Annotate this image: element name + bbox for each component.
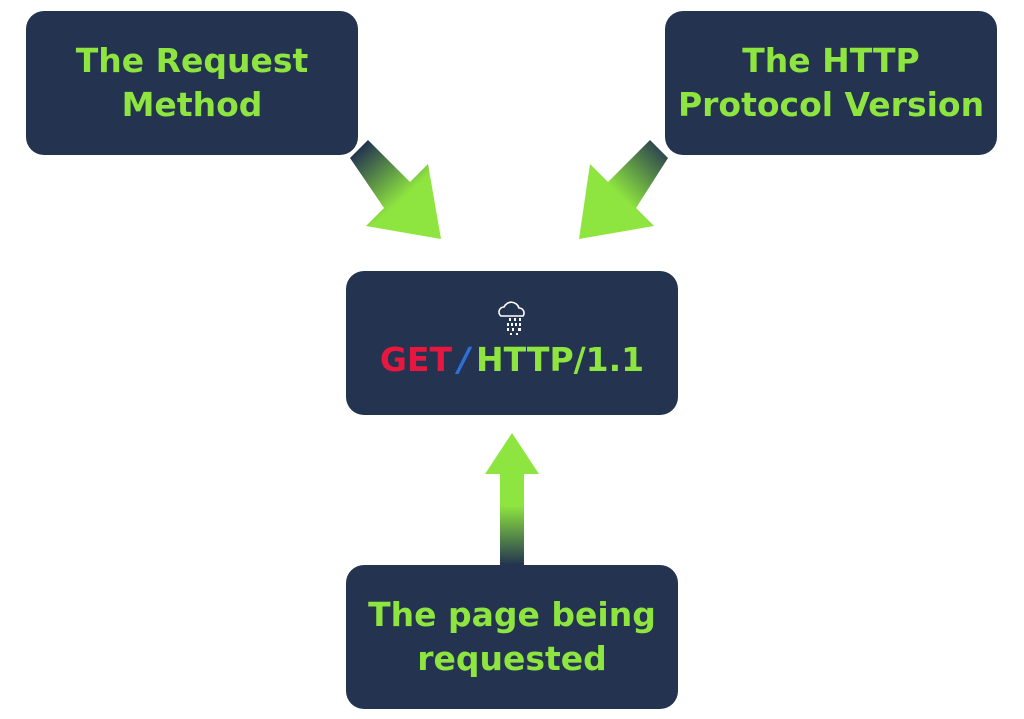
protocol-version-label: The HTTP Protocol Version	[677, 41, 985, 124]
request-line: GET/HTTP/1.1	[380, 340, 644, 380]
requested-page-callout: The page being requested	[346, 565, 678, 709]
arrow-to-method	[350, 140, 441, 239]
arrow-from-page	[485, 433, 539, 567]
request-path-separator: /	[457, 340, 471, 379]
protocol-version-text: HTTP/1.1	[476, 340, 645, 379]
arrow-to-version	[579, 140, 668, 239]
request-method-label: The Request Method	[75, 41, 309, 124]
request-method-callout: The Request Method	[26, 11, 358, 155]
request-method-text: GET	[379, 340, 452, 379]
protocol-version-callout: The HTTP Protocol Version	[665, 11, 997, 155]
requested-page-label: The page being requested	[368, 595, 656, 678]
cloud-data-icon	[498, 301, 525, 335]
request-line-box: GET/HTTP/1.1	[346, 271, 678, 415]
